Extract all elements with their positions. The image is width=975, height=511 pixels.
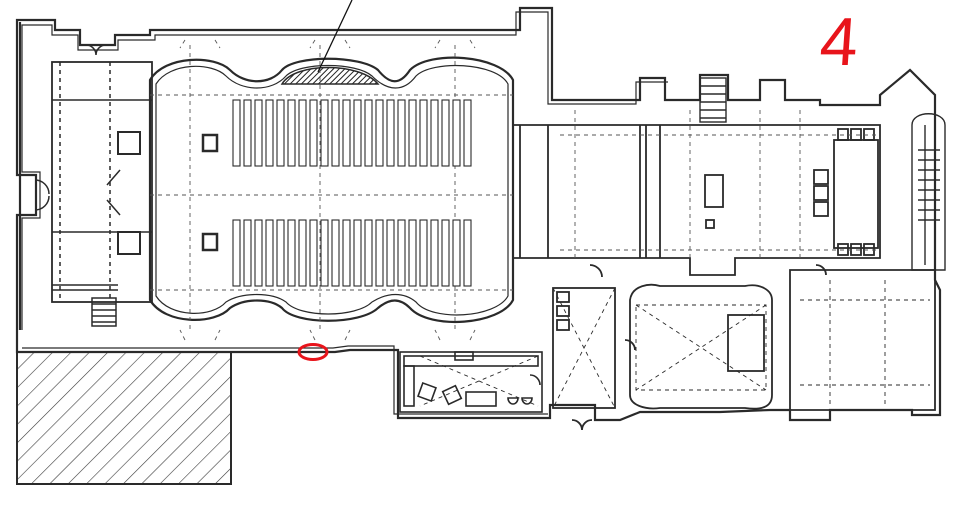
red-ellipse-marker — [297, 343, 329, 361]
east-rooms — [513, 124, 881, 276]
north-stair — [699, 77, 727, 123]
left-wing — [34, 44, 153, 327]
pews-upper — [232, 99, 472, 167]
main-hall — [148, 56, 515, 324]
south-rooms — [552, 264, 936, 431]
pews-lower — [232, 219, 472, 287]
east-room-guides — [560, 110, 880, 258]
pointer-line — [317, 0, 353, 73]
outer-walls-inner — [21, 11, 668, 415]
sacristy — [399, 351, 543, 413]
annotation-number: 4 — [817, 4, 861, 80]
hatched-courtyard — [16, 351, 232, 485]
nave-guides — [150, 39, 513, 341]
east-stair — [911, 113, 946, 271]
